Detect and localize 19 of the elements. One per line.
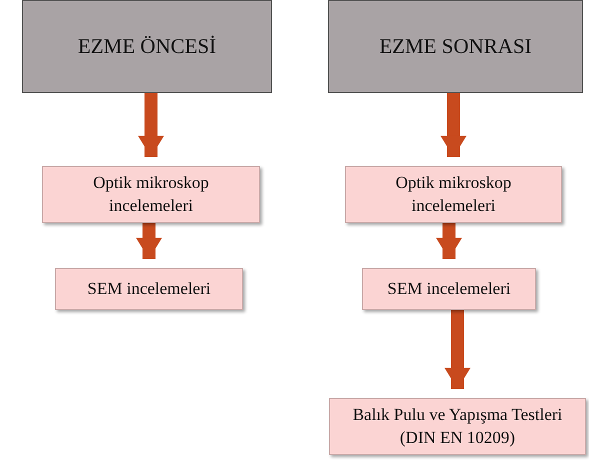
phase-box (328, 0, 583, 93)
phase-title: EZME SONRASI (378, 34, 533, 59)
step-label: Optik mikroskop incelemeleri (92, 172, 210, 216)
phase-title: EZME ÖNCESİ (76, 34, 218, 59)
step-label: SEM incelemeleri (86, 278, 212, 300)
step-label: Optik mikroskop incelemeleri (394, 172, 512, 216)
process-box (345, 166, 562, 223)
process-box (329, 398, 586, 455)
arrow (436, 223, 462, 259)
arrow (440, 93, 466, 157)
arrow (444, 310, 470, 389)
phase-box (22, 0, 272, 93)
step-label: SEM incelemeleri (386, 278, 512, 300)
process-box (55, 268, 243, 310)
arrow (136, 223, 162, 259)
step-label: Balık Pulu ve Yapışma Testleri (DIN EN 10209) (352, 404, 564, 448)
arrow (138, 93, 164, 157)
process-box (362, 268, 536, 310)
process-box (42, 166, 260, 223)
